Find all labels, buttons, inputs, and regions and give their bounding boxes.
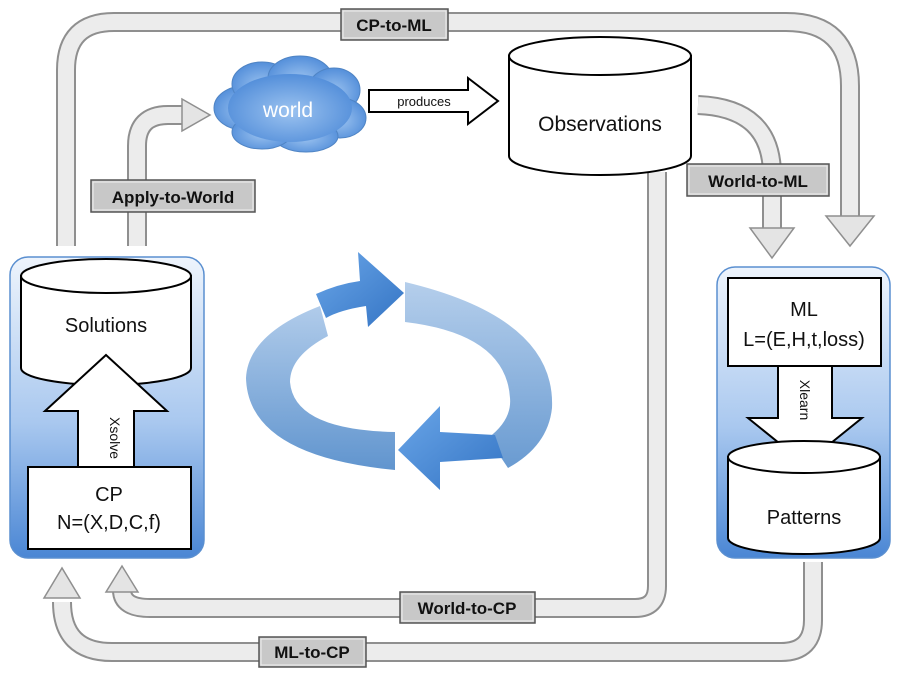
tag-world-to-cp bbox=[399, 591, 536, 624]
tag-world-to-ml bbox=[686, 163, 830, 197]
xsolve-label: Xsolve bbox=[107, 417, 123, 459]
solutions-cylinder bbox=[20, 258, 192, 386]
xlearn-label: Xlearn bbox=[797, 380, 813, 420]
connector-world-to-cp bbox=[104, 172, 667, 618]
xsolve-arrow bbox=[42, 353, 170, 468]
tag-cp-to-ml-label: CP-to-ML bbox=[356, 16, 432, 35]
world-label: world bbox=[262, 99, 313, 122]
observations-cylinder bbox=[508, 36, 692, 176]
observations-label: Observations bbox=[538, 113, 662, 136]
produces-arrow bbox=[368, 75, 500, 127]
tag-world-to-ml-label: World-to-ML bbox=[708, 172, 808, 191]
ml-box bbox=[727, 277, 882, 367]
produces-label: produces bbox=[397, 94, 451, 109]
cp-title: CP bbox=[95, 484, 123, 506]
tag-ml-to-cp-label: ML-to-CP bbox=[274, 643, 350, 662]
world-cloud bbox=[213, 55, 367, 153]
patterns-cylinder bbox=[727, 440, 881, 555]
ml-title: ML bbox=[790, 299, 818, 321]
ml-formula: L=(E,H,t,loss) bbox=[743, 329, 865, 351]
cp-formula: N=(X,D,C,f) bbox=[57, 512, 161, 534]
tag-ml-to-cp bbox=[258, 636, 367, 668]
cycle-icon bbox=[246, 252, 553, 490]
solutions-label: Solutions bbox=[65, 315, 147, 337]
tag-apply-to-world-label: Apply-to-World bbox=[112, 188, 234, 207]
patterns-label: Patterns bbox=[767, 507, 841, 529]
connector-apply-to-world bbox=[127, 97, 212, 246]
xlearn-arrow bbox=[745, 365, 865, 466]
connector-ml-to-cp bbox=[42, 562, 823, 662]
tag-world-to-cp-label: World-to-CP bbox=[418, 599, 517, 618]
tag-apply-to-world bbox=[90, 179, 256, 213]
connector-cp-to-ml bbox=[56, 12, 876, 248]
tag-cp-to-ml bbox=[340, 8, 449, 41]
cp-box bbox=[27, 466, 192, 550]
